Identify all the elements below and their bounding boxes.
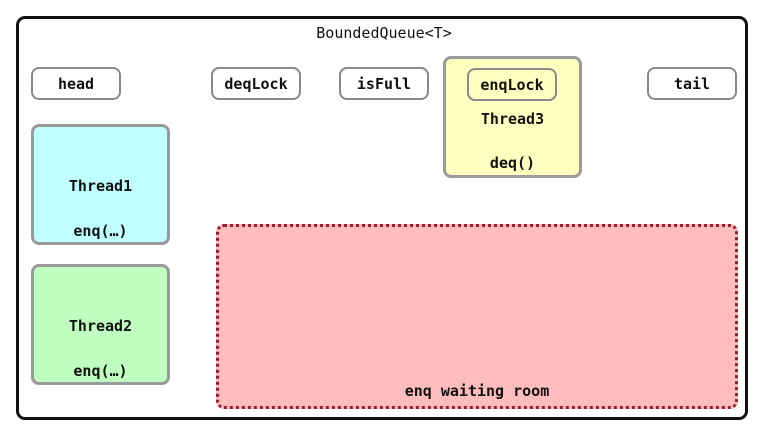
- thread1-name: Thread1: [68, 177, 133, 195]
- tail-field: tail: [647, 67, 737, 100]
- thread3-call: deq(): [489, 154, 536, 172]
- thread2-box: Thread2 enq(…): [31, 264, 170, 385]
- enq-waiting-room: enq waiting room: [216, 224, 738, 409]
- enq-lock-field: enqLock: [467, 68, 557, 101]
- thread1-call: enq(…): [73, 222, 128, 240]
- thread2-name: Thread2: [68, 317, 133, 335]
- is-full-field: isFull: [339, 67, 429, 100]
- thread2-call: enq(…): [73, 362, 128, 380]
- deq-lock-field: deqLock: [211, 67, 301, 100]
- diagram-title: BoundedQueue<T>: [316, 24, 452, 42]
- thread3-box: enqLock Thread3 deq(): [443, 56, 582, 178]
- waiting-room-label: enq waiting room: [404, 382, 550, 400]
- thread3-name: Thread3: [480, 110, 545, 128]
- thread1-box: Thread1 enq(…): [31, 124, 170, 245]
- head-field: head: [31, 67, 121, 100]
